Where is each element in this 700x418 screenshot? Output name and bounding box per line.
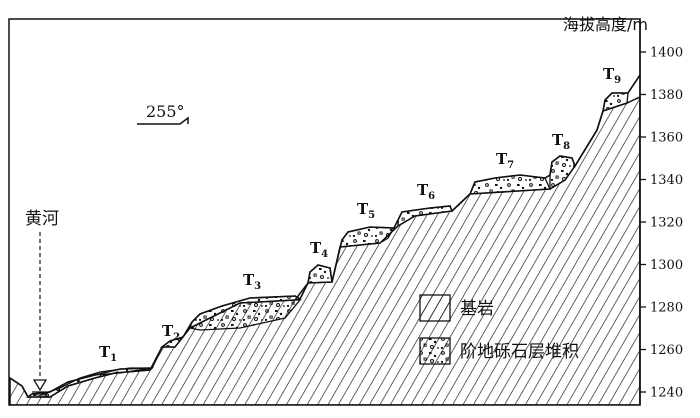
- river: 黄河: [25, 209, 59, 396]
- axis-title: 海拔高度/m: [563, 15, 648, 34]
- axis-tick-label-1240: 1240: [650, 386, 683, 401]
- terrace-label-t7: T7: [496, 150, 514, 171]
- legend-label-bedrock: 基岩: [460, 299, 494, 319]
- direction-indicator: 255°: [137, 102, 189, 125]
- axis-ticks: 1240 1260 1280 1300 1320 1340 1360 1380 1400: [640, 46, 683, 401]
- ground-surface: [9, 74, 640, 399]
- direction-label: 255°: [146, 102, 185, 121]
- axis-tick-label-1400: 1400: [650, 46, 683, 61]
- legend: 基岩 阶地砾石层堆积: [419, 294, 579, 365]
- terrace-label-t1: T1: [99, 343, 117, 364]
- river-label: 黄河: [25, 209, 59, 229]
- axis-tick-label-1280: 1280: [650, 301, 683, 316]
- axis-tick-label-1300: 1300: [650, 258, 683, 273]
- terrace-label-t2: T2: [162, 322, 180, 343]
- terrace-label-t9: T9: [603, 65, 621, 86]
- axis-tick-label-1340: 1340: [650, 173, 683, 188]
- legend-swatch-gravel: [419, 337, 451, 365]
- axis-tick-label-1320: 1320: [650, 216, 683, 231]
- terrace-labels: T1 T2 T3 T4 T5 T6 T7 T8 T9: [99, 65, 621, 364]
- terrace-label-t3: T3: [243, 271, 261, 292]
- terrace-label-t8: T8: [552, 131, 570, 152]
- legend-swatch-bedrock: [419, 294, 451, 322]
- terrace-label-t4: T4: [310, 239, 328, 260]
- gravel-deposit-t3-lower: [188, 299, 302, 331]
- direction-arrow: [137, 116, 189, 125]
- elevation-axis: 海拔高度/m 124012601280130013201340136013801…: [563, 15, 683, 405]
- legend-label-gravel: 阶地砾石层堆积: [460, 342, 579, 362]
- river-arrow-head: [32, 379, 48, 392]
- axis-tick-label-1360: 1360: [650, 131, 683, 146]
- terrace-label-t6: T6: [417, 181, 435, 202]
- axis-tick-label-1260: 1260: [650, 343, 683, 358]
- terrain: [9, 74, 640, 405]
- gravel-deposit-t1-cap: [39, 367, 154, 398]
- axis-tick-label-1380: 1380: [650, 88, 683, 103]
- terrace-label-t5: T5: [357, 200, 375, 221]
